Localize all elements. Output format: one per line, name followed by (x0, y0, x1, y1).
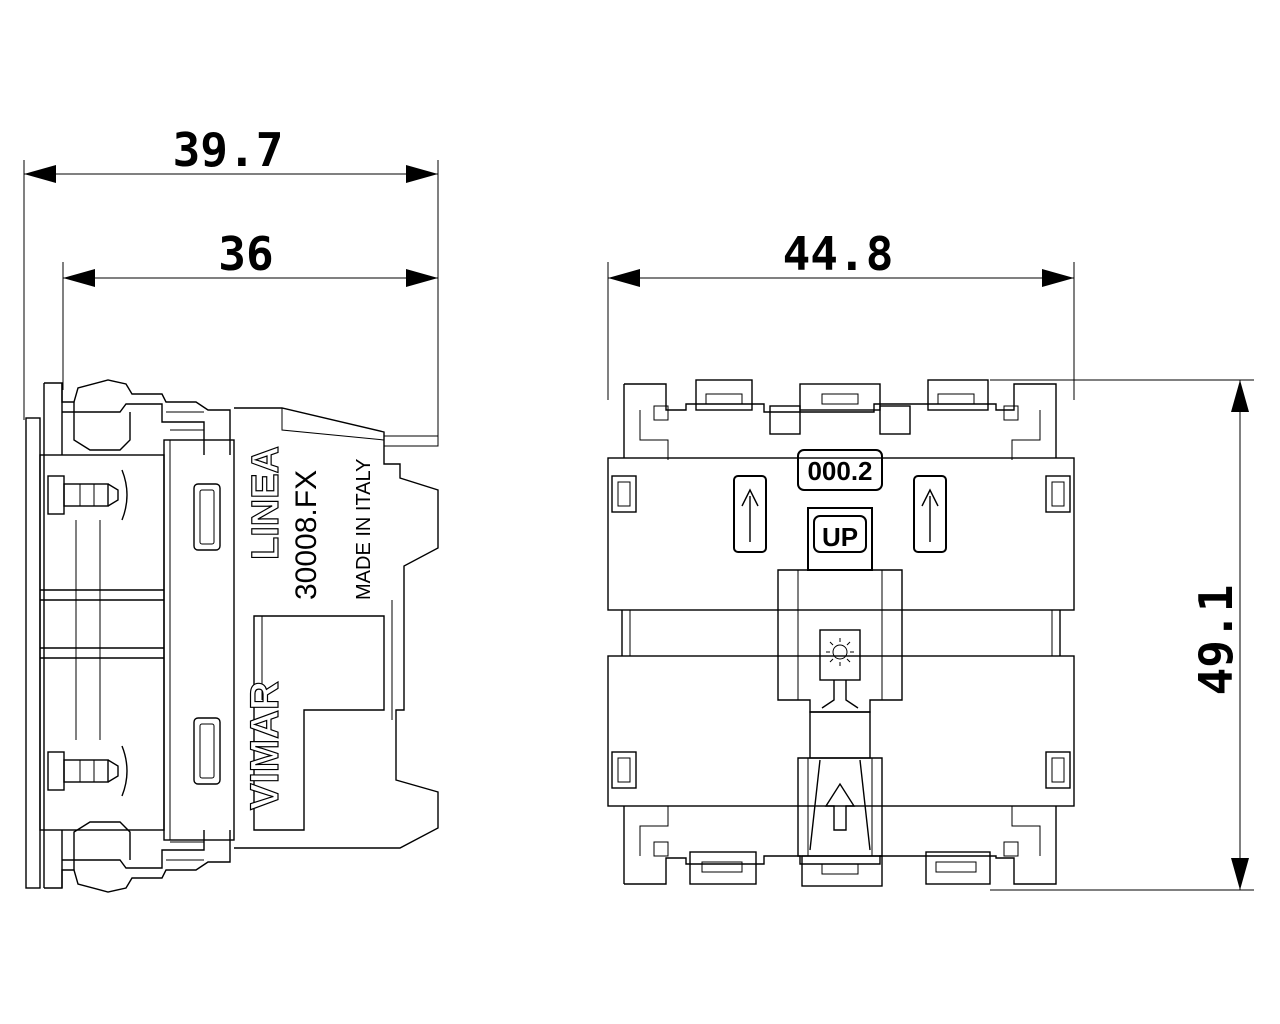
side-view: VIMAR LINEA 30008.FX MADE IN ITALY (25, 379, 439, 893)
dimension-height: 49.1 (990, 379, 1254, 891)
light-indicator-icon (826, 638, 854, 666)
dimension-height-value: 49.1 (1189, 585, 1243, 696)
dimension-width-value: 44.8 (783, 227, 894, 281)
product-code-label: 30008.FX (290, 470, 323, 600)
brand-label: VIMAR (243, 681, 287, 810)
up-arrow-left-icon (733, 475, 767, 553)
dimension-width: 44.8 (607, 227, 1075, 400)
up-badge: UP (807, 507, 873, 571)
dimension-body-depth-value: 36 (218, 227, 273, 281)
code-badge: 000.2 (797, 449, 883, 491)
screw-terminal-bottom (47, 745, 128, 797)
up-badge-text: UP (822, 522, 858, 552)
dimension-overall-depth-value: 39.7 (173, 123, 284, 177)
up-arrow-bottom-icon (824, 782, 856, 831)
dimension-body-depth: 36 (62, 227, 438, 390)
dimension-overall-depth: 39.7 (23, 123, 439, 440)
front-view: 000.2 UP (607, 379, 1075, 887)
up-arrow-right-icon (913, 475, 947, 553)
series-label: LINEA (245, 446, 287, 560)
screw-terminal-top (47, 469, 128, 521)
origin-label: MADE IN ITALY (353, 458, 375, 600)
code-badge-text: 000.2 (807, 456, 872, 486)
